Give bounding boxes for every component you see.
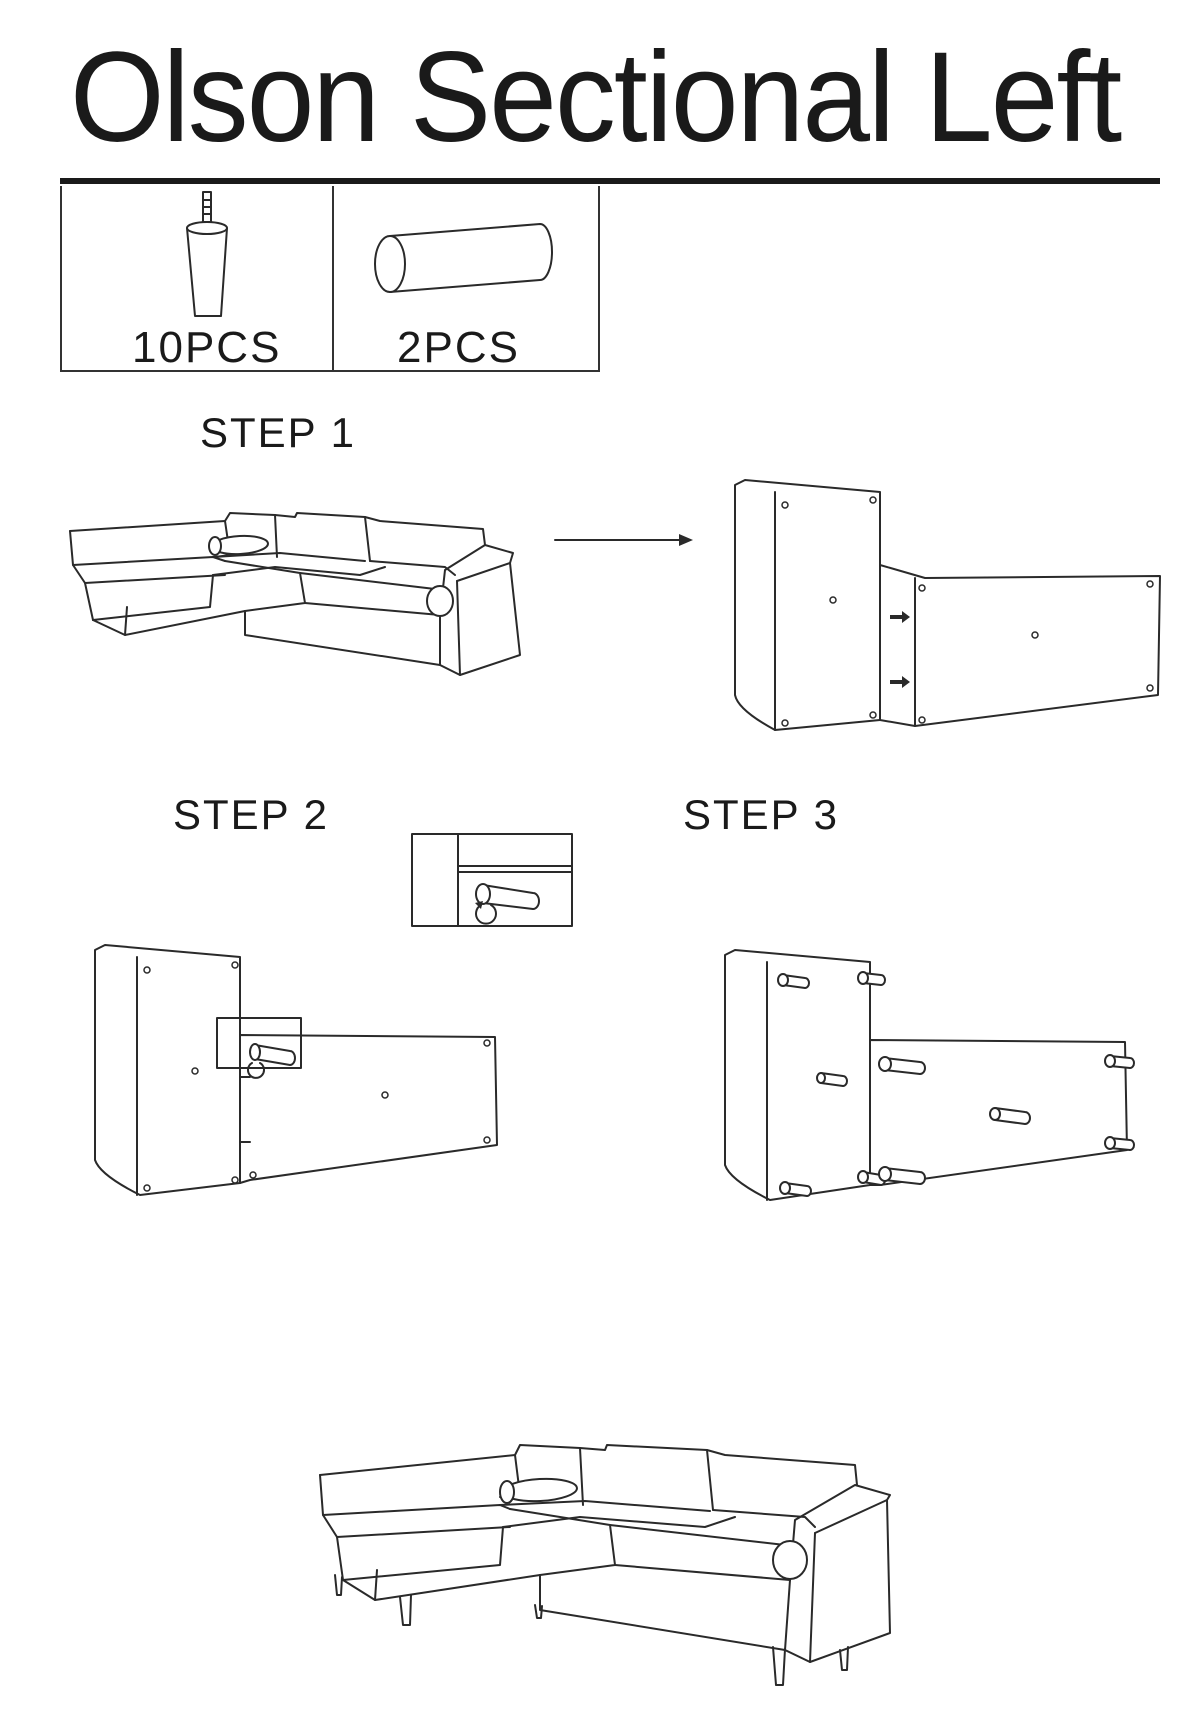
- leg-front-top: [878, 1056, 926, 1075]
- leg-center-back: [816, 1072, 848, 1087]
- leg-bottom-left: [779, 1181, 812, 1197]
- step-1-frames-aligned: [734, 479, 1161, 731]
- step-3-label: STEP 3: [683, 791, 839, 838]
- bolt-detail-inset: [411, 833, 573, 927]
- leg-front-center: [989, 1107, 1031, 1125]
- step-1-label: STEP 1: [200, 409, 356, 456]
- sectional-sofa-illustration: [69, 512, 521, 676]
- assembled-sectional-sofa: [319, 1444, 891, 1686]
- document-title: Olson Sectional Left: [70, 26, 1122, 169]
- bolsters-quantity: 2PCS: [397, 323, 520, 372]
- step-3-legs-attached: [724, 949, 1135, 1201]
- leg-front-bottom: [878, 1166, 926, 1185]
- title-underline: [60, 178, 1160, 184]
- parts-list: 10PCS 2PCS: [60, 186, 600, 372]
- parts-divider: [332, 186, 334, 370]
- step-2-label: STEP 2: [173, 791, 329, 838]
- sofa-leg-icon: [186, 191, 228, 317]
- step-2-frames-bolted: [94, 944, 498, 1196]
- leg-front-right-top: [1104, 1054, 1135, 1069]
- legs-quantity: 10PCS: [132, 323, 282, 372]
- leg-top-left: [777, 973, 810, 989]
- leg-front-right-bottom: [1104, 1136, 1135, 1151]
- leg-top-right: [857, 971, 886, 986]
- bolster-pillow-icon: [374, 223, 553, 293]
- step-arrow: [554, 534, 693, 546]
